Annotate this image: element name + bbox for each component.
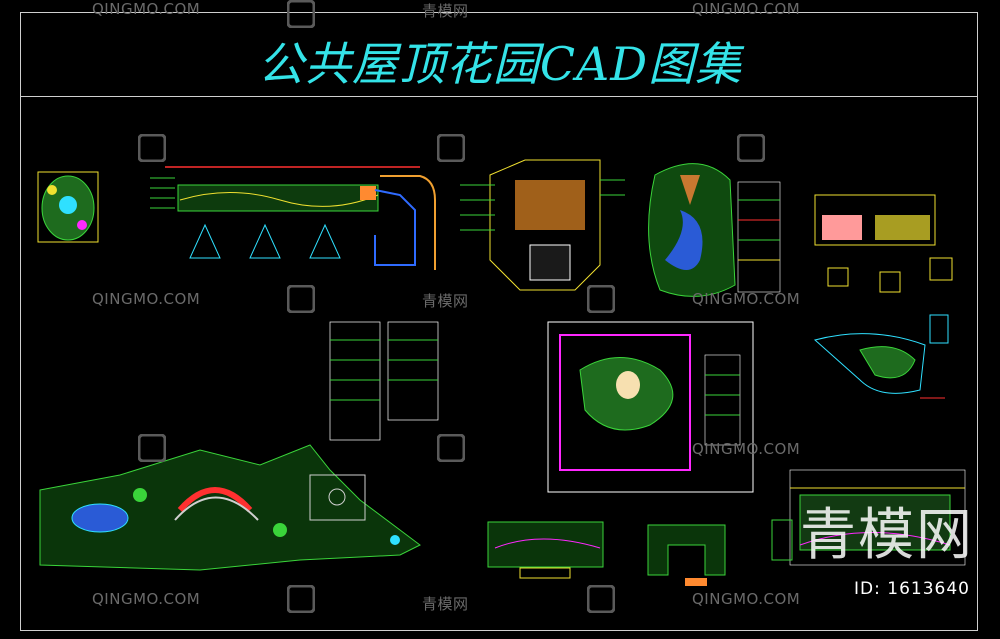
drawing-long-elevation [150, 166, 436, 270]
drawing-bottom-elevation [771, 469, 966, 566]
drawing-bottom-u-shape [647, 524, 726, 586]
image-id-label: ID: 1613640 [854, 579, 970, 599]
watermark-logo-icon [138, 434, 166, 462]
watermark-text: QINGMO.COM [692, 440, 801, 458]
drawing-rooftop-right [814, 194, 953, 293]
drawing-framed-plan [547, 321, 754, 493]
watermark-text: QINGMO.COM [692, 290, 801, 308]
watermark-text: 青模网 [422, 292, 469, 310]
title-divider [20, 96, 978, 97]
watermark-text: QINGMO.COM [92, 0, 201, 18]
site-watermark: 青模网 [800, 503, 974, 568]
watermark-logo-icon [587, 285, 615, 313]
watermark-logo-icon [287, 285, 315, 313]
watermark-text: QINGMO.COM [92, 590, 201, 608]
watermark-logo-icon [437, 134, 465, 162]
drawing-bottom-strip [487, 521, 604, 579]
watermark-logo-icon [287, 0, 315, 28]
page-title: 公共屋顶花园CAD图集 [257, 37, 743, 91]
drawing-curved-building [813, 314, 949, 399]
drawing-small-site-plan [37, 171, 99, 243]
drawing-schedule-tables [329, 321, 439, 441]
watermark-logo-icon [138, 134, 166, 162]
watermark-text: QINGMO.COM [692, 0, 801, 18]
watermark-logo-icon [587, 585, 615, 613]
watermark-text: QINGMO.COM [92, 290, 201, 308]
drawing-large-site-plan [39, 444, 421, 571]
drawing-garden-plan [460, 159, 625, 291]
watermark-text: 青模网 [422, 2, 469, 20]
watermark-text: 青模网 [422, 595, 469, 613]
watermark-logo-icon [737, 134, 765, 162]
drawing-frame [20, 12, 978, 631]
watermark-logo-icon [287, 585, 315, 613]
drawing-oval-garden [648, 163, 781, 297]
watermark-text: QINGMO.COM [692, 590, 801, 608]
watermark-logo-icon [437, 434, 465, 462]
